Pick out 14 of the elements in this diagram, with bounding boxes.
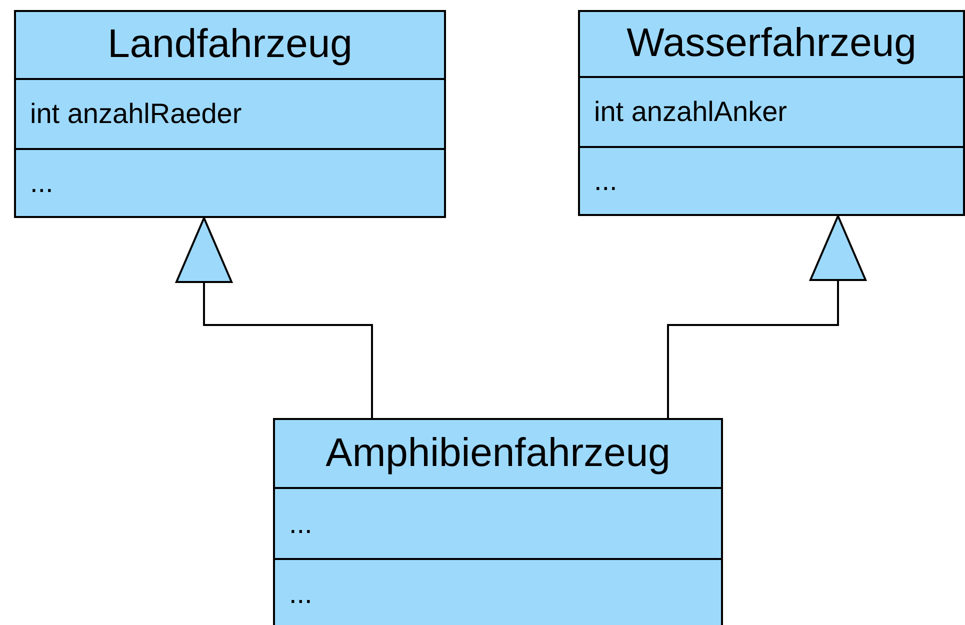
method-text: ...	[275, 558, 721, 625]
attribute-text: int anzahlRaeder	[16, 78, 444, 148]
class-box	[578, 10, 965, 216]
method-text: ...	[16, 148, 444, 216]
class-box	[14, 10, 446, 218]
class-name: Landfahrzeug	[106, 21, 354, 68]
attribute-text: int anzahlAnker	[580, 76, 963, 146]
method-text: ...	[580, 146, 963, 214]
inheritance-arrow	[175, 217, 373, 418]
class-name: Wasserfahrzeug	[626, 20, 918, 68]
class-name: Amphibienfahrzeug	[324, 430, 672, 477]
inheritance-arrow	[667, 215, 867, 418]
attribute-text: ...	[275, 486, 721, 558]
class-box	[273, 418, 723, 625]
